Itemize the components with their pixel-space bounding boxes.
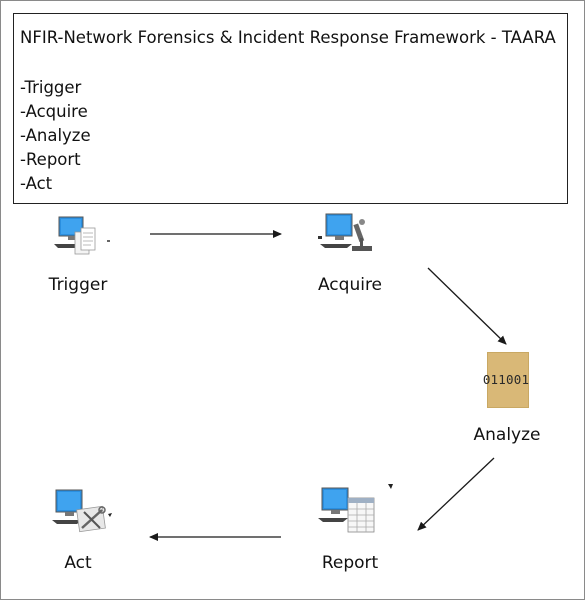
computer-microscope-icon (318, 213, 372, 251)
node-label-acquire: Acquire (317, 275, 383, 295)
step-item-analyze: -Analyze (20, 126, 91, 145)
arrow-acquire-to-analyze (427, 267, 507, 345)
step-item-trigger: -Trigger (20, 78, 82, 97)
diagram-title: NFIR-Network Forensics & Incident Respon… (20, 28, 556, 47)
computer-report-icon (318, 484, 393, 533)
node-label-trigger: Trigger (48, 275, 108, 295)
node-label-act: Act (64, 553, 92, 573)
computer-document-icon (54, 216, 110, 255)
computer-tools-icon (52, 489, 112, 533)
binary-card-icon (487, 352, 529, 408)
binary-text: 011001 (482, 372, 530, 387)
step-item-acquire: -Acquire (20, 102, 88, 121)
node-label-analyze: Analyze (473, 425, 541, 445)
steps-list: -Trigger -Acquire -Analyze -Report -Act (20, 76, 91, 196)
step-item-act: -Act (20, 174, 53, 193)
arrow-analyze-to-report (417, 457, 495, 531)
step-item-report: -Report (20, 150, 81, 169)
title-box: NFIR-Network Forensics & Incident Respon… (13, 13, 568, 204)
node-label-report: Report (321, 553, 379, 573)
